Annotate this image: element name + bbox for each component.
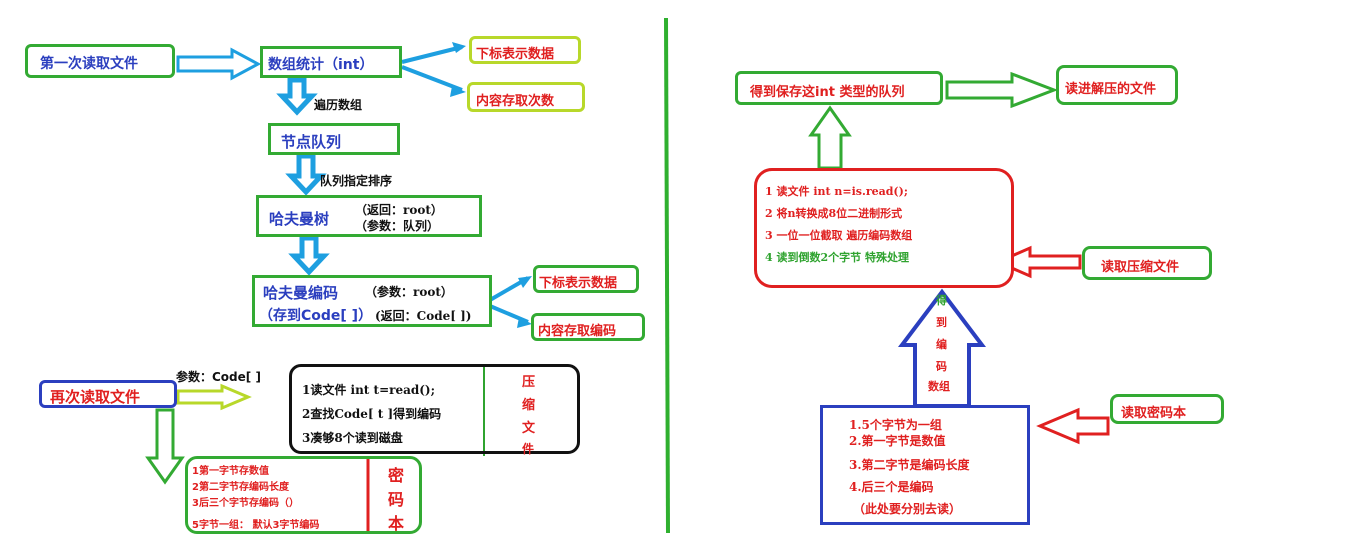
compress-label-2: 缩 bbox=[522, 398, 536, 413]
rcodebook-step-3: 3.第二字节是编码长度 bbox=[849, 458, 970, 472]
code-array-1: 得 bbox=[936, 294, 947, 307]
arrow-first-read bbox=[176, 47, 262, 81]
param-code-label: 参数：Code[ ] bbox=[176, 370, 261, 384]
arrow-up-queue bbox=[808, 105, 852, 170]
decode-step-4: 4 读到倒数2个字节 特殊处理 bbox=[765, 251, 909, 264]
write-file-label: 读进解压的文件 bbox=[1065, 82, 1157, 97]
codebook-box: 1第一字节存数值 2第二字节存编码长度 3后三个字节存编码（） 5字节一组： 默… bbox=[185, 456, 422, 534]
compress-label-1: 压 bbox=[522, 375, 536, 390]
arrow-to-write bbox=[945, 71, 1059, 109]
codebook-label-2: 码 bbox=[388, 490, 405, 509]
queue-sort-label: 队列指定排序 bbox=[320, 174, 393, 188]
compress-box: 1读文件 int t=read(); 2查找Code[ t ]得到编码 3凑够8… bbox=[289, 364, 580, 456]
huffman-tree-box: 哈夫曼树 （返回：root） （参数：队列） bbox=[256, 195, 482, 237]
read-compressed-box: 读取压缩文件 bbox=[1082, 246, 1212, 280]
index-data2-box: 下标表示数据 bbox=[533, 265, 639, 293]
write-file-box: 读进解压的文件 bbox=[1056, 65, 1178, 105]
compress-step-1: 1读文件 int t=read(); bbox=[302, 383, 436, 397]
codebook-step-1: 1第一字节存数值 bbox=[192, 466, 269, 477]
arrow-down-3 bbox=[288, 235, 330, 276]
tree-return-label: （返回：root） bbox=[355, 203, 443, 217]
rcodebook-step-2: 2.第一字节是数值 bbox=[849, 434, 946, 448]
huffman-code-label: 哈夫曼编码 bbox=[263, 284, 339, 302]
codebook-step-2: 2第二字节存编码长度 bbox=[192, 482, 289, 493]
decode-box: 1 读文件 int n=is.read(); 2 将n转换成8位二进制形式 3 … bbox=[754, 168, 1014, 288]
code-array-5: 数组 bbox=[928, 380, 950, 393]
second-read-label: 再次读取文件 bbox=[50, 388, 141, 406]
arrow-from-compressed bbox=[994, 245, 1082, 279]
decode-step-2: 2 将n转换成8位二进制形式 bbox=[765, 207, 903, 220]
divider-line bbox=[664, 17, 670, 534]
second-read-box: 再次读取文件 bbox=[39, 380, 177, 408]
queue-result-box: 得到保存这int 类型的队列 bbox=[735, 71, 943, 105]
rcodebook-step-1: 1.5个字节为一组 bbox=[849, 418, 942, 432]
arrow-second-read bbox=[176, 383, 252, 411]
compress-step-2: 2查找Code[ t ]得到编码 bbox=[302, 407, 442, 421]
array-count-box: 数组统计（int） bbox=[260, 46, 402, 78]
huffman-code-return: (返回：Code[ ]) bbox=[375, 309, 472, 323]
decode-step-3: 3 一位一位截取 遍历编码数组 bbox=[765, 229, 913, 242]
read-codebook-box: 读取密码本 bbox=[1110, 394, 1224, 424]
index-data-label: 下标表示数据 bbox=[476, 47, 555, 62]
node-queue-label: 节点队列 bbox=[281, 133, 342, 151]
arrow-down-codebook bbox=[145, 408, 185, 485]
read-codebook-label: 读取密码本 bbox=[1121, 406, 1187, 421]
tree-param-label: （参数：队列） bbox=[355, 219, 440, 233]
rcodebook-step-4: 4.后三个是编码 bbox=[849, 480, 934, 494]
traverse-label: 遍历数组 bbox=[314, 98, 363, 112]
codebook-read-box: 1.5个字节为一组 2.第一字节是数值 3.第二字节是编码长度 4.后三个是编码… bbox=[820, 405, 1030, 525]
first-read-label: 第一次读取文件 bbox=[40, 56, 138, 72]
content-count-box: 内容存取次数 bbox=[467, 82, 585, 112]
huffman-code-param: （参数：root） bbox=[365, 285, 453, 299]
content-code-label: 内容存取编码 bbox=[538, 324, 617, 339]
compress-step-3: 3凑够8个读到磁盘 bbox=[302, 431, 403, 445]
compress-label-3: 文 bbox=[522, 421, 536, 436]
codebook-step-4: 5字节一组： 默认3字节编码 bbox=[192, 520, 320, 531]
index-data-box: 下标表示数据 bbox=[469, 36, 581, 64]
code-array-3: 编 bbox=[936, 338, 947, 351]
arrow-down-1 bbox=[276, 77, 318, 116]
arrow-down-2 bbox=[285, 153, 327, 196]
decode-step-1: 1 读文件 int n=is.read(); bbox=[765, 185, 908, 198]
huffman-tree-label: 哈夫曼树 bbox=[269, 210, 330, 228]
read-compressed-label: 读取压缩文件 bbox=[1101, 260, 1180, 275]
rcodebook-step-5: （此处要分别去读） bbox=[853, 502, 962, 516]
huffman-code-store: （存到Code[ ]） bbox=[259, 308, 373, 324]
codebook-step-3: 3后三个字节存编码（） bbox=[192, 498, 299, 509]
codebook-label-1: 密 bbox=[388, 466, 405, 485]
codebook-label-3: 本 bbox=[388, 514, 405, 533]
content-count-label: 内容存取次数 bbox=[476, 94, 555, 109]
code-array-2: 到 bbox=[936, 316, 947, 329]
arrow-from-codebook bbox=[1036, 407, 1110, 445]
compress-label-4: 件 bbox=[522, 442, 535, 456]
content-code-box: 内容存取编码 bbox=[531, 313, 645, 341]
code-array-4: 码 bbox=[936, 360, 947, 373]
node-queue-box: 节点队列 bbox=[268, 123, 400, 155]
index-data2-label: 下标表示数据 bbox=[539, 276, 618, 291]
array-count-label: 数组统计（int） bbox=[268, 57, 374, 73]
arrow-up-code-array bbox=[897, 288, 987, 408]
queue-result-label: 得到保存这int 类型的队列 bbox=[750, 85, 905, 100]
arrow-to-index bbox=[401, 45, 463, 64]
huffman-code-box: 哈夫曼编码 （参数：root） （存到Code[ ]） (返回：Code[ ]) bbox=[252, 275, 492, 327]
first-read-box: 第一次读取文件 bbox=[25, 44, 175, 78]
